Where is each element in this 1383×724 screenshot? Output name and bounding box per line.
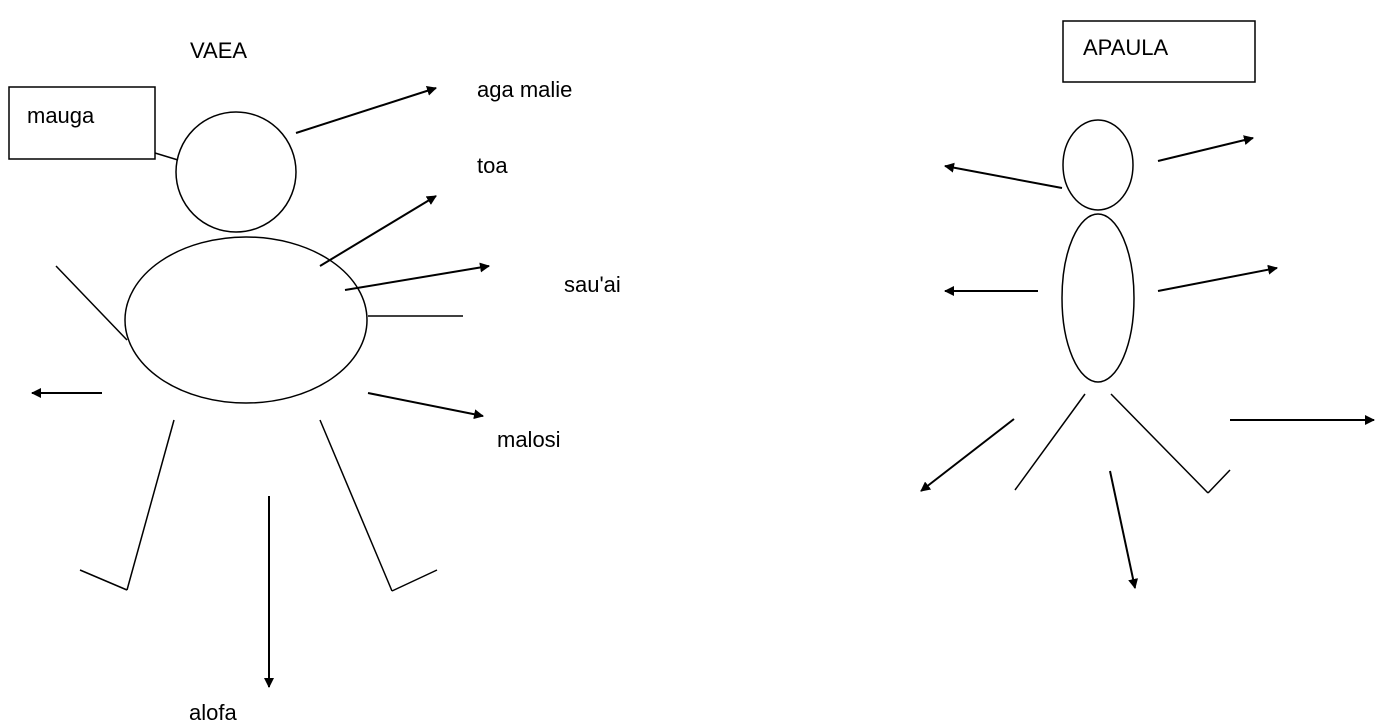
label-sauai: sau'ai	[564, 272, 621, 297]
vaea-right-foot	[391, 569, 438, 592]
arrow-down	[1109, 470, 1139, 589]
apaula-figure: APAULA	[920, 20, 1375, 589]
apaula-left-leg	[1014, 393, 1086, 491]
apaula-body	[1061, 213, 1135, 383]
arrow-head-right	[1157, 135, 1254, 162]
vaea-right-leg	[319, 419, 393, 592]
arrow-aga-malie	[295, 85, 437, 134]
arrow-sauai	[344, 262, 490, 291]
vaea-title: VAEA	[190, 38, 247, 63]
label-aga-malie: aga malie	[477, 77, 572, 102]
apaula-label: APAULA	[1083, 35, 1169, 60]
mauga-label: mauga	[27, 103, 95, 128]
label-malosi: malosi	[497, 427, 561, 452]
mauga-connector	[154, 152, 179, 161]
vaea-head	[175, 111, 297, 233]
label-alofa: alofa	[189, 700, 237, 724]
mauga-box	[8, 86, 156, 160]
label-toa: toa	[477, 153, 508, 178]
arrow-toa	[319, 195, 437, 267]
arrow-malosi	[367, 392, 484, 420]
arrow-head-left	[944, 162, 1063, 189]
arrow-body-right	[1157, 264, 1278, 292]
apaula-box	[1062, 20, 1256, 83]
apaula-head	[1062, 119, 1134, 211]
apaula-right-foot	[1207, 469, 1231, 494]
vaea-figure: VAEA mauga aga malie toa sau'ai malosi a…	[8, 38, 621, 724]
apaula-right-leg	[1110, 393, 1209, 494]
vaea-left-leg	[126, 419, 175, 591]
vaea-left-foot	[79, 569, 128, 591]
vaea-body	[124, 236, 368, 404]
arrow-leg-left	[920, 418, 1015, 492]
vaea-left-arm	[55, 265, 128, 341]
